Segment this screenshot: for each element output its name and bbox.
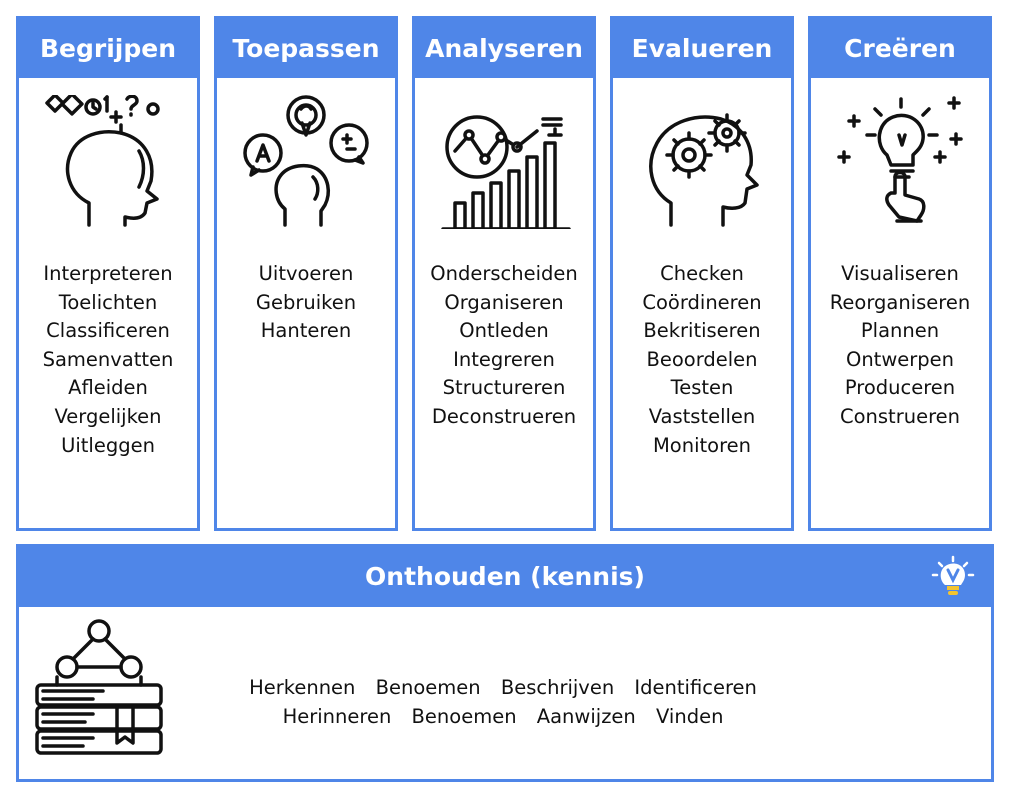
panel-title: Onthouden (kennis)	[365, 562, 645, 591]
list-item: Gebruiken	[255, 290, 357, 314]
list-item: Herkennen	[249, 676, 356, 699]
column-title: Begrijpen	[19, 19, 197, 78]
list-item: Herinneren	[282, 705, 392, 728]
head-ideas-icon	[239, 95, 373, 229]
verb-row-2: Herinneren Benoemen Aanwijzen Vinden	[229, 702, 777, 731]
list-item: Visualiseren	[841, 262, 959, 285]
column-evalueren: Evalueren Checken Coördineren Bekritiser…	[610, 16, 794, 531]
column-begrijpen: Begrijpen Interpreteren Toelichten Class…	[16, 16, 200, 531]
list-item: Ontleden	[459, 319, 549, 343]
list-item: Vinden	[656, 705, 724, 728]
list-item: Checken	[660, 262, 744, 285]
column-title: Toepassen	[217, 19, 395, 78]
list-item: Benoemen	[375, 676, 481, 699]
list-item: Reorganiseren	[829, 290, 971, 314]
verb-list: Visualiseren Reorganiseren Plannen Ontwe…	[811, 260, 989, 432]
list-item: Samenvatten	[42, 347, 174, 371]
list-item: Plannen	[860, 319, 940, 343]
list-item: Hanteren	[260, 319, 352, 343]
list-item: Construeren	[839, 404, 961, 428]
list-item: Integreren	[453, 347, 555, 371]
head-thinking-icon	[41, 92, 175, 229]
verb-list: Checken Coördineren Bekritiseren Beoorde…	[613, 260, 791, 460]
list-item: Beoordelen	[646, 347, 758, 371]
verb-list: Onderscheiden Organiseren Ontleden Integ…	[415, 260, 593, 432]
panel-header: Onthouden (kennis)	[19, 547, 991, 607]
list-item: Ontwerpen	[845, 347, 955, 371]
list-item: Onderscheiden	[430, 262, 578, 285]
list-item: Interpreteren	[43, 262, 173, 285]
list-item: Deconstrueren	[431, 404, 577, 428]
list-item: Toelichten	[58, 290, 158, 314]
list-item: Uitleggen	[61, 433, 155, 457]
column-title: Creëren	[811, 19, 989, 78]
column-toepassen: Toepassen Uitvoeren Gebruiken Hanteren	[214, 16, 398, 531]
list-item: Organiseren	[444, 290, 564, 314]
list-item: Produceren	[844, 376, 956, 400]
list-item: Benoemen	[411, 705, 517, 728]
list-item: Classificeren	[46, 319, 170, 343]
list-item: Monitoren	[652, 433, 752, 457]
lightbulb-v-logo	[931, 555, 975, 599]
hand-lightbulb-icon	[833, 95, 967, 229]
column-title: Evalueren	[613, 19, 791, 78]
verb-list: Interpreteren Toelichten Classificeren S…	[19, 260, 197, 460]
list-item: Vaststellen	[648, 404, 756, 428]
column-creeren: Creëren Visualiseren Reorganiseren Plann…	[808, 16, 992, 531]
head-gears-icon	[635, 95, 769, 229]
list-item: Vergelijken	[54, 404, 162, 428]
list-item: Identificeren	[634, 676, 757, 699]
list-item: Bekritiseren	[643, 319, 761, 343]
chart-analysis-icon	[437, 95, 571, 231]
list-item: Aanwijzen	[536, 705, 636, 728]
list-item: Afleiden	[68, 376, 148, 400]
verb-list: Uitvoeren Gebruiken Hanteren	[217, 260, 395, 346]
list-item: Structureren	[442, 376, 566, 400]
books-network-icon	[33, 619, 165, 759]
panel-onthouden: Onthouden (kennis)	[16, 544, 994, 782]
column-analyseren: Analyseren Onderscheiden Organiseren Ont…	[412, 16, 596, 531]
column-title: Analyseren	[415, 19, 593, 78]
verb-row-1: Herkennen Benoemen Beschrijven Identific…	[229, 673, 777, 702]
list-item: Testen	[670, 376, 734, 400]
list-item: Uitvoeren	[258, 262, 354, 285]
list-item: Beschrijven	[500, 676, 615, 699]
list-item: Coördineren	[642, 290, 762, 314]
verb-rows: Herkennen Benoemen Beschrijven Identific…	[229, 673, 777, 731]
